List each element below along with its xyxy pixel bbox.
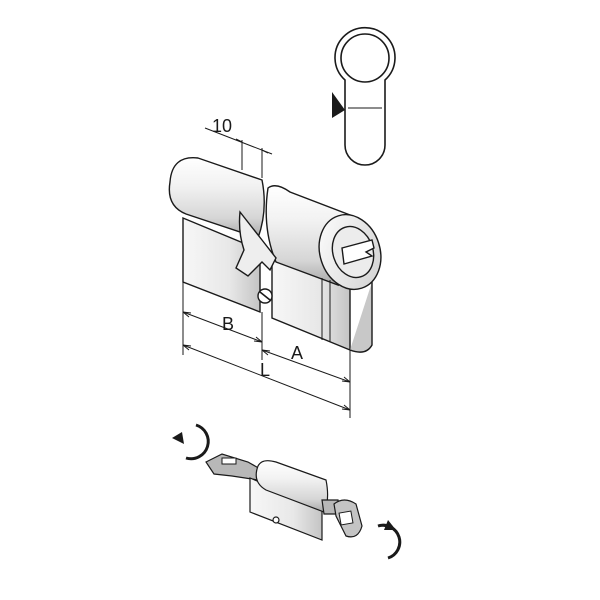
euro-cylinder: [168, 157, 382, 353]
dimension-label-a: A: [291, 343, 303, 363]
cam: [235, 210, 277, 277]
rotate-arrow-counterclockwise-icon: [172, 423, 210, 461]
cylinder-body-left: [182, 216, 261, 314]
small-cylinder-plug: [255, 460, 329, 513]
keyway: [341, 239, 375, 265]
dimension-label-l: L: [260, 360, 270, 380]
cam-indicator-icon: [332, 92, 345, 118]
dimension-lines: [182, 127, 351, 418]
cylinder-with-keys: [205, 453, 363, 541]
rotate-arrow-clockwise-icon: [377, 520, 402, 560]
dimension-label-b: B: [222, 314, 234, 334]
cylinder-profile-section: [332, 26, 396, 166]
dimension-label-10: 10: [212, 116, 232, 136]
